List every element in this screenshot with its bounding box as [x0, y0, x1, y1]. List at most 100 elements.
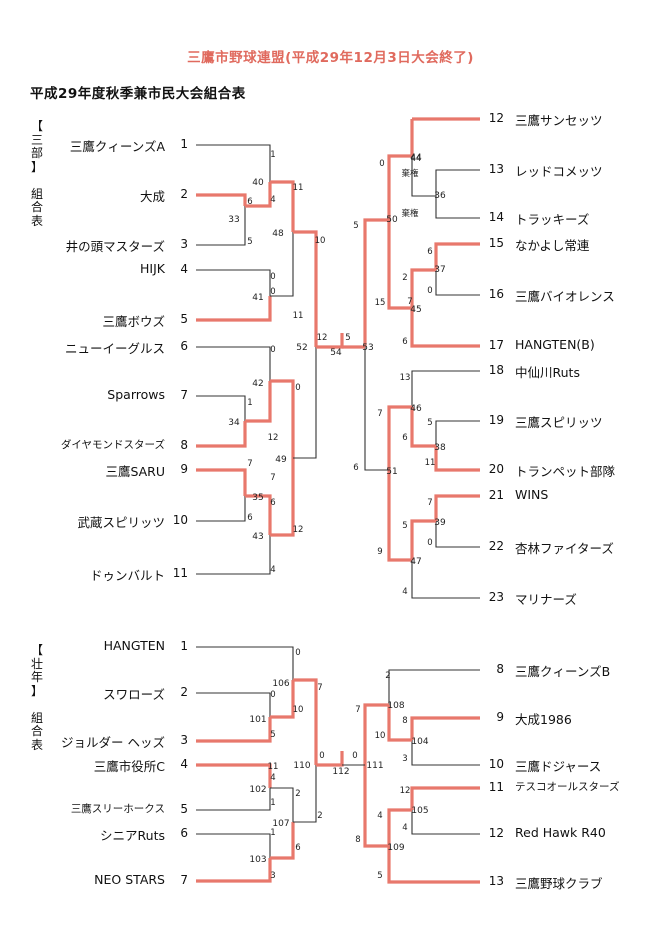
game-line — [364, 347, 389, 471]
team-seed: 9 — [496, 710, 504, 724]
team-name: ジョルダー ヘッズ — [61, 735, 165, 750]
score: 6 — [247, 197, 252, 207]
team-line — [196, 833, 271, 858]
score: 7 — [355, 705, 360, 715]
game-line — [387, 405, 412, 470]
team-name: WINS — [515, 487, 549, 502]
section-label-char: 合 — [30, 200, 43, 214]
team-seed: 20 — [488, 462, 504, 476]
team-seed: 12 — [488, 111, 504, 125]
team-seed: 10 — [488, 757, 504, 771]
game-line — [270, 680, 295, 719]
score: 6 — [402, 433, 407, 443]
score: 棄権 — [401, 208, 419, 219]
team-name: 三鷹野球クラブ — [515, 876, 603, 891]
game-line — [293, 230, 318, 347]
team-seed: 5 — [180, 802, 188, 816]
game-line — [270, 787, 294, 822]
team-line — [434, 242, 480, 270]
team-line — [434, 446, 480, 472]
game-line — [410, 268, 436, 308]
team-name: マリナーズ — [515, 592, 577, 607]
team-name: ダイヤモンドスターズ — [60, 439, 165, 451]
score: 4 — [270, 195, 275, 205]
score: 0 — [379, 159, 384, 169]
game-line — [270, 379, 295, 458]
section-label-char: 壮 — [30, 656, 43, 671]
team-name: トラッキーズ — [515, 212, 590, 227]
team-line — [435, 420, 480, 446]
game-number: 112 — [332, 767, 349, 777]
team-seed: 3 — [180, 733, 188, 747]
section-label-char: 合 — [30, 724, 43, 738]
team-seed: 2 — [180, 685, 188, 699]
score: 2 — [402, 273, 407, 283]
team-line — [196, 144, 271, 182]
game-line — [363, 218, 389, 347]
score: 1 — [270, 828, 275, 838]
team-seed: 13 — [488, 162, 504, 176]
game-number: 34 — [228, 418, 240, 428]
score: 10 — [293, 705, 304, 715]
game-line — [270, 232, 294, 297]
team-line — [435, 270, 480, 296]
game-line — [387, 705, 412, 742]
game-line — [410, 519, 436, 560]
score: 6 — [353, 463, 358, 473]
game-number: 52 — [296, 343, 307, 353]
score: 5 — [353, 221, 358, 231]
section-label-char: 】 — [30, 159, 43, 174]
score: 4 — [402, 587, 407, 597]
score: 5 — [270, 730, 275, 740]
score: 7 — [407, 297, 412, 307]
team-name: テスコオールスターズ — [515, 781, 620, 793]
team-line — [196, 496, 246, 522]
game-line — [270, 180, 295, 232]
section-label-char: 三 — [30, 132, 43, 147]
team-seed: 2 — [180, 187, 188, 201]
score: 3 — [270, 871, 275, 881]
game-number: 39 — [434, 518, 446, 528]
game-number: 41 — [252, 293, 263, 303]
team-seed: 11 — [172, 566, 188, 580]
team-name: ニューイーグルス — [64, 341, 165, 356]
team-line — [196, 692, 271, 717]
game-line — [245, 381, 272, 423]
section-label-char: 表 — [30, 213, 43, 228]
section-label-char: 表 — [30, 737, 43, 752]
team-line — [196, 269, 271, 296]
team-line — [196, 468, 247, 496]
score: 5 — [427, 418, 432, 428]
score: 2 — [317, 811, 322, 821]
game-number: 40 — [252, 178, 264, 188]
team-name: レッドコメッツ — [515, 164, 603, 179]
team-seed: 21 — [488, 488, 504, 502]
team-seed: 6 — [180, 826, 188, 840]
game-number: 108 — [387, 701, 404, 711]
game-line — [387, 470, 412, 562]
game-number: 51 — [386, 467, 397, 477]
score: 8 — [355, 835, 360, 845]
team-line — [196, 858, 272, 883]
score: 0 — [427, 538, 432, 548]
team-name: 三鷹スピリッツ — [515, 415, 603, 430]
score: 0 — [270, 690, 275, 700]
game-line — [411, 156, 436, 197]
team-line — [411, 810, 480, 835]
game-number: 101 — [249, 715, 266, 725]
team-name: 大成1986 — [515, 712, 572, 727]
section-label-char: 【 — [30, 119, 43, 133]
team-name: 三鷹スリーホークス — [70, 803, 165, 815]
score: 7 — [377, 409, 382, 419]
team-line — [410, 308, 480, 348]
score: 13 — [400, 373, 411, 383]
score: 8 — [402, 716, 407, 726]
game-number: 110 — [293, 761, 310, 771]
team-seed: 10 — [172, 513, 188, 527]
score: 10 — [375, 731, 386, 741]
score: 0 — [319, 751, 324, 761]
team-line — [435, 521, 480, 548]
team-seed: 11 — [488, 780, 504, 794]
team-name: HANGTEN — [103, 638, 165, 653]
game-line — [293, 765, 317, 823]
